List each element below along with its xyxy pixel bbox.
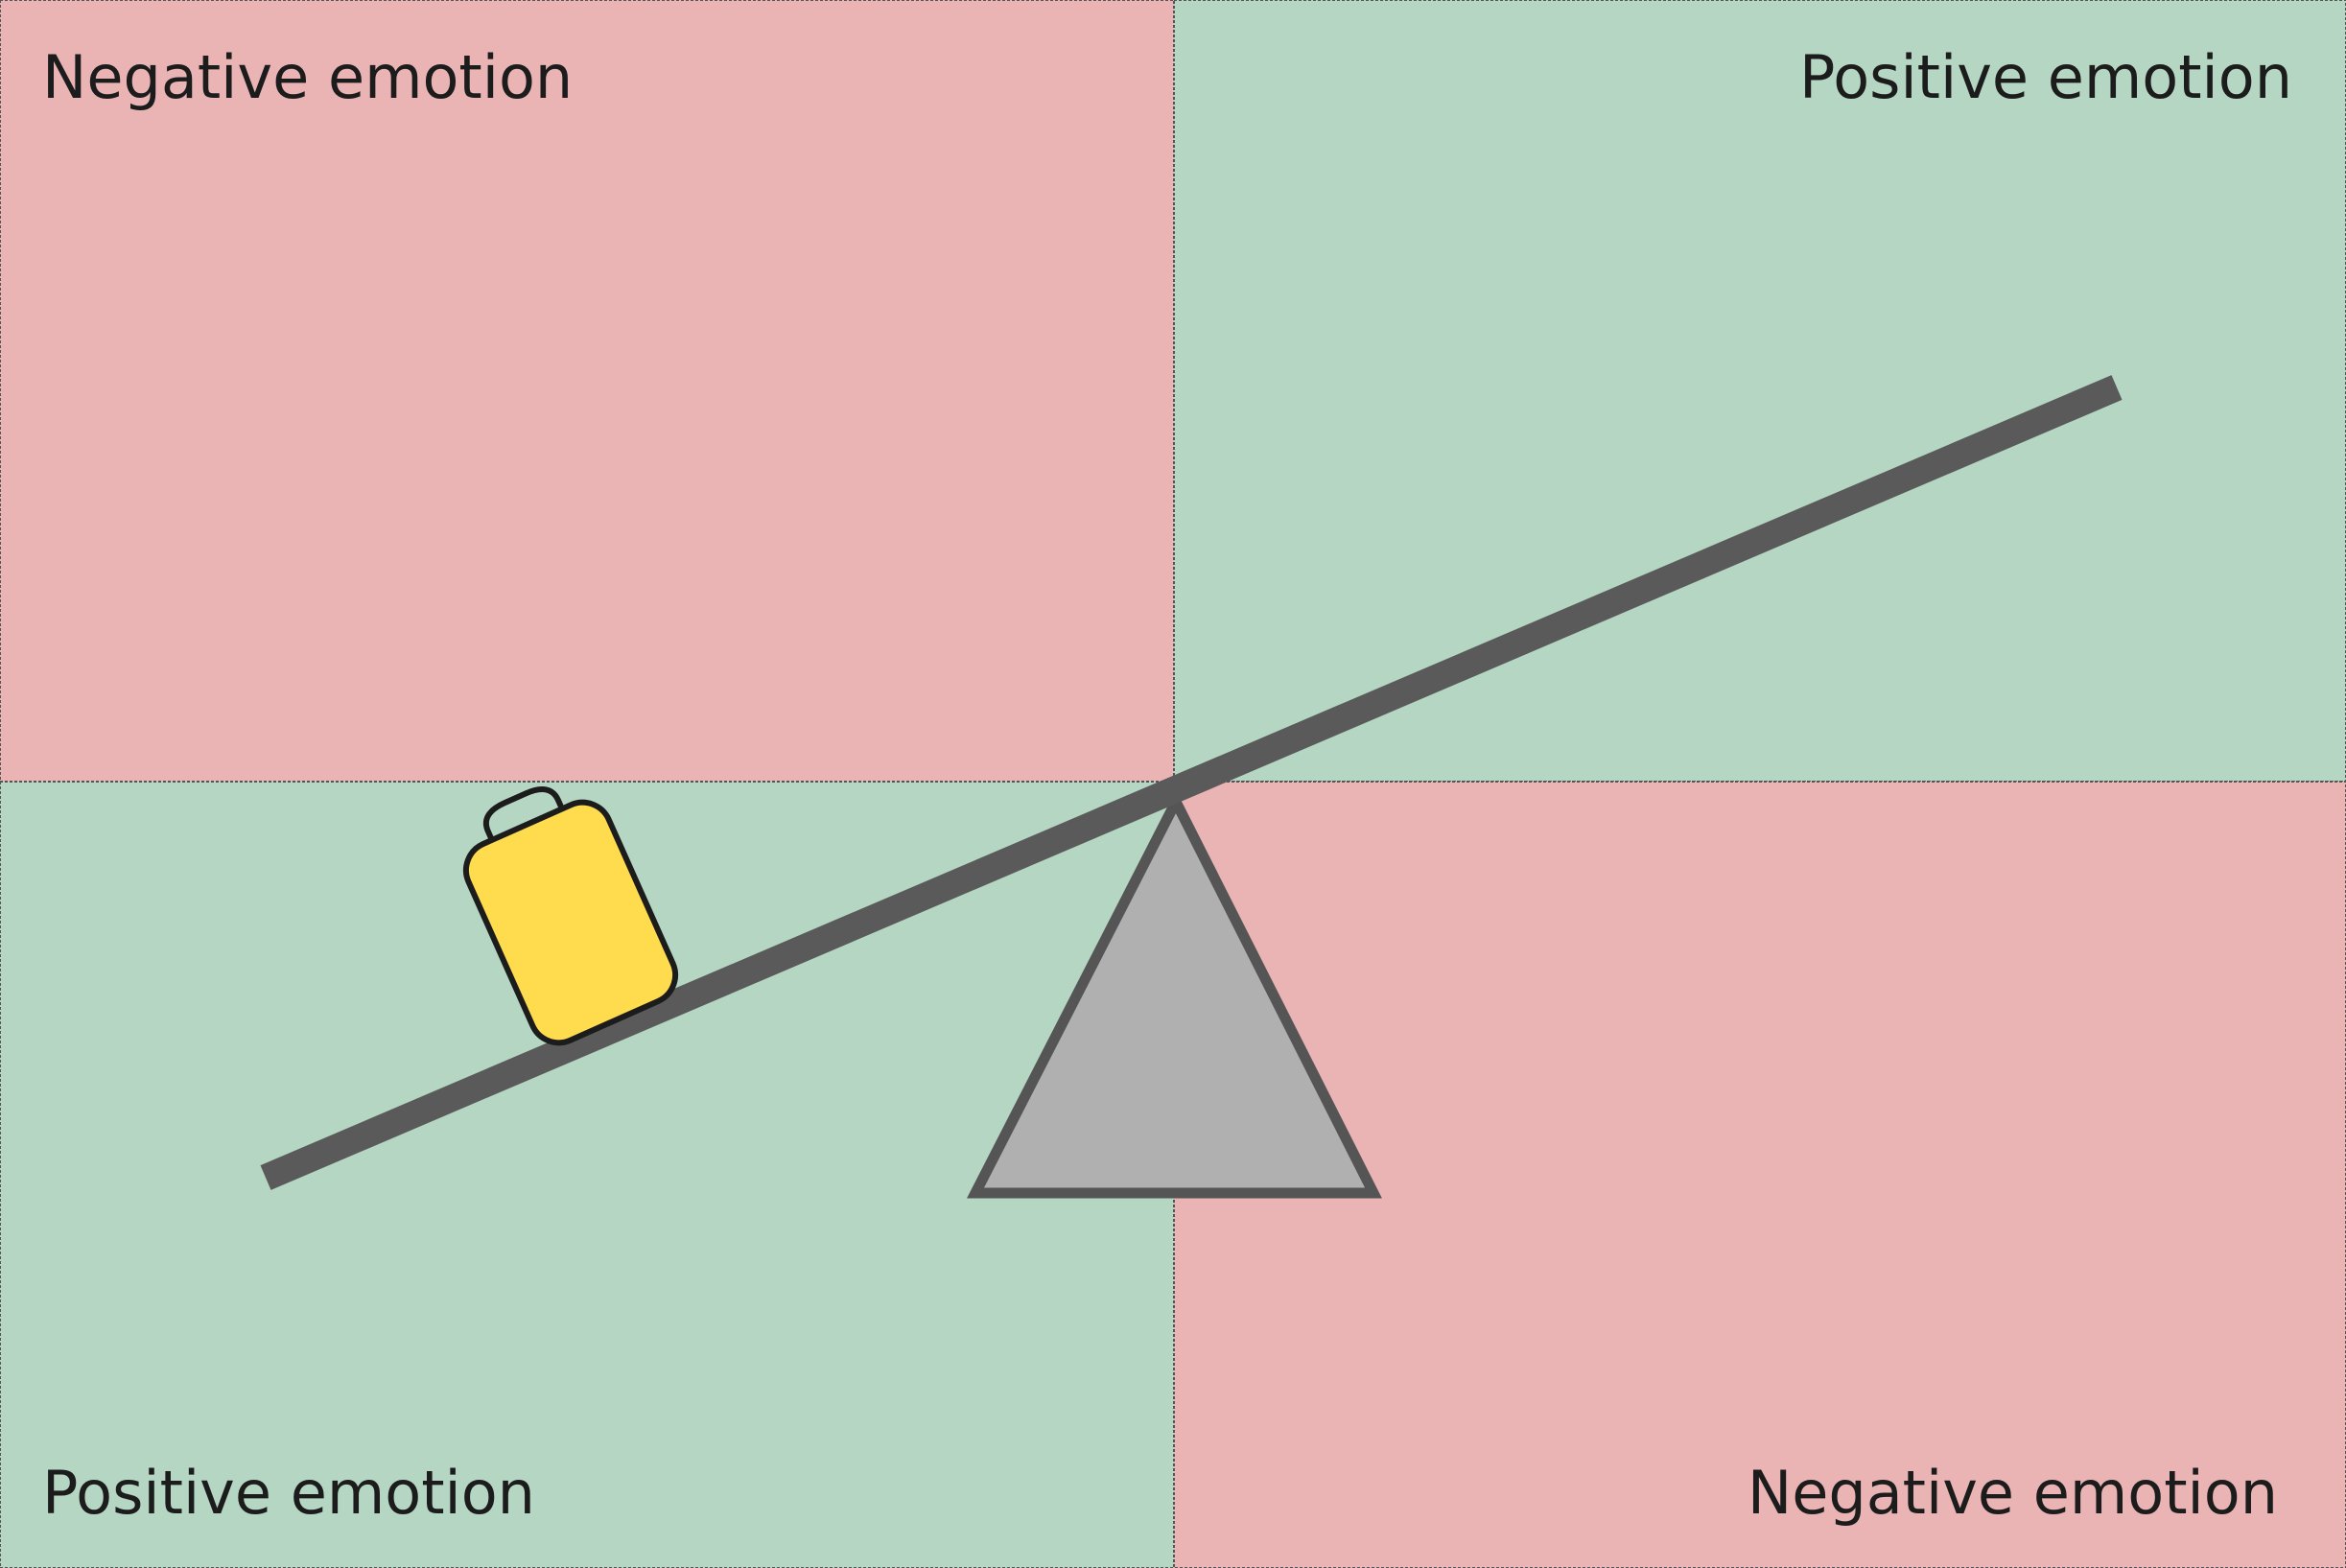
kettlebell-weight-icon (462, 786, 679, 1046)
quadrant-top-right (1173, 0, 2346, 783)
triangle-fulcrum-icon (967, 789, 1382, 1199)
weight-body (462, 799, 679, 1046)
seesaw-beam-icon (260, 375, 2123, 1190)
quadrant-label-top-left: Negative emotion (42, 42, 573, 112)
quadrant-label-bottom-right: Negative emotion (1748, 1458, 2278, 1528)
quadrant-top-left (0, 0, 1175, 783)
quadrant-label-top-right: Positive emotion (1799, 42, 2292, 112)
quadrant-label-bottom-left: Positive emotion (42, 1458, 535, 1528)
weight-handle (482, 786, 565, 842)
